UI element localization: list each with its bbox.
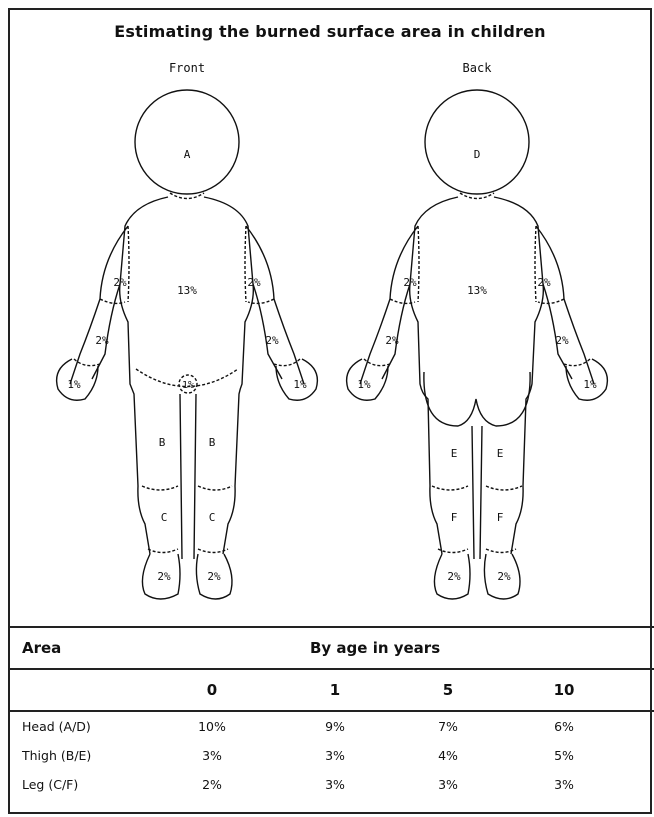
front-head-label: A — [184, 148, 191, 161]
age-table: Area By age in years 0 1 5 10 Head (A/D)… — [10, 626, 654, 799]
back-leg-left-label: F — [451, 511, 458, 524]
back-forearm-right-label: 2% — [555, 334, 569, 347]
back-thigh-right-label: E — [497, 447, 504, 460]
body-diagram: Front — [10, 54, 654, 614]
row-value: 2% — [192, 770, 232, 799]
back-forearm-left-label: 2% — [385, 334, 399, 347]
row-value: 9% — [315, 712, 355, 741]
body-diagram-svg: Front — [10, 54, 654, 614]
back-foot-left-label: 2% — [447, 570, 461, 583]
age-header-10: 10 — [544, 670, 584, 710]
row-value: 4% — [428, 741, 468, 770]
front-upper-arm-right-label: 2% — [247, 276, 261, 289]
age-header-row: 0 1 5 10 — [10, 670, 654, 712]
front-trunk-label: 13% — [177, 284, 197, 297]
row-value: 10% — [192, 712, 232, 741]
row-value: 3% — [544, 770, 584, 799]
front-forearm-left-label: 2% — [95, 334, 109, 347]
row-value: 5% — [544, 741, 584, 770]
front-thigh-left-label: B — [159, 436, 166, 449]
front-label: Front — [169, 61, 205, 75]
row-value: 3% — [315, 741, 355, 770]
back-buttocks — [424, 372, 530, 426]
row-value: 3% — [428, 770, 468, 799]
back-figure: Back D 13% 2% — [347, 61, 608, 599]
back-trunk-label: 13% — [467, 284, 487, 297]
front-thigh-right-label: B — [209, 436, 216, 449]
figure-frame: Estimating the burned surface area in ch… — [8, 8, 652, 814]
row-value: 3% — [192, 741, 232, 770]
age-header-1: 1 — [315, 670, 355, 710]
row-area: Thigh (B/E) — [22, 741, 91, 770]
back-thigh-left-label: E — [451, 447, 458, 460]
row-value: 6% — [544, 712, 584, 741]
front-foot-right-label: 2% — [207, 570, 221, 583]
age-group-header: By age in years — [310, 628, 440, 668]
back-upper-arm-right-label: 2% — [537, 276, 551, 289]
back-head-label: D — [474, 148, 481, 161]
area-header: Area — [22, 628, 61, 668]
figure-title: Estimating the burned surface area in ch… — [10, 22, 650, 41]
front-upper-arm-left-label: 2% — [113, 276, 127, 289]
front-foot-left-label: 2% — [157, 570, 171, 583]
front-leg-right-label: C — [209, 511, 216, 524]
table-header-row: Area By age in years — [10, 628, 654, 670]
row-area: Head (A/D) — [22, 712, 91, 741]
row-value: 3% — [315, 770, 355, 799]
front-hand-right-label: 1% — [293, 378, 307, 391]
front-forearm-right-label: 2% — [265, 334, 279, 347]
back-hand-left-label: 1% — [357, 378, 371, 391]
row-value: 7% — [428, 712, 468, 741]
front-figure: Front — [57, 61, 318, 599]
front-hand-left-label: 1% — [67, 378, 81, 391]
back-hand-right-label: 1% — [583, 378, 597, 391]
age-header-0: 0 — [192, 670, 232, 710]
front-head — [135, 90, 239, 194]
table-row: Head (A/D) 10% 9% 7% 6% — [10, 712, 654, 741]
back-label: Back — [463, 61, 493, 75]
age-header-5: 5 — [428, 670, 468, 710]
back-foot-right-label: 2% — [497, 570, 511, 583]
back-head — [425, 90, 529, 194]
row-area: Leg (C/F) — [22, 770, 78, 799]
back-upper-arm-left-label: 2% — [403, 276, 417, 289]
table-row: Thigh (B/E) 3% 3% 4% 5% — [10, 741, 654, 770]
table-row: Leg (C/F) 2% 3% 3% 3% — [10, 770, 654, 799]
front-leg-left-label: C — [161, 511, 168, 524]
front-genitals-label: 1% — [182, 380, 194, 391]
back-leg-right-label: F — [497, 511, 504, 524]
